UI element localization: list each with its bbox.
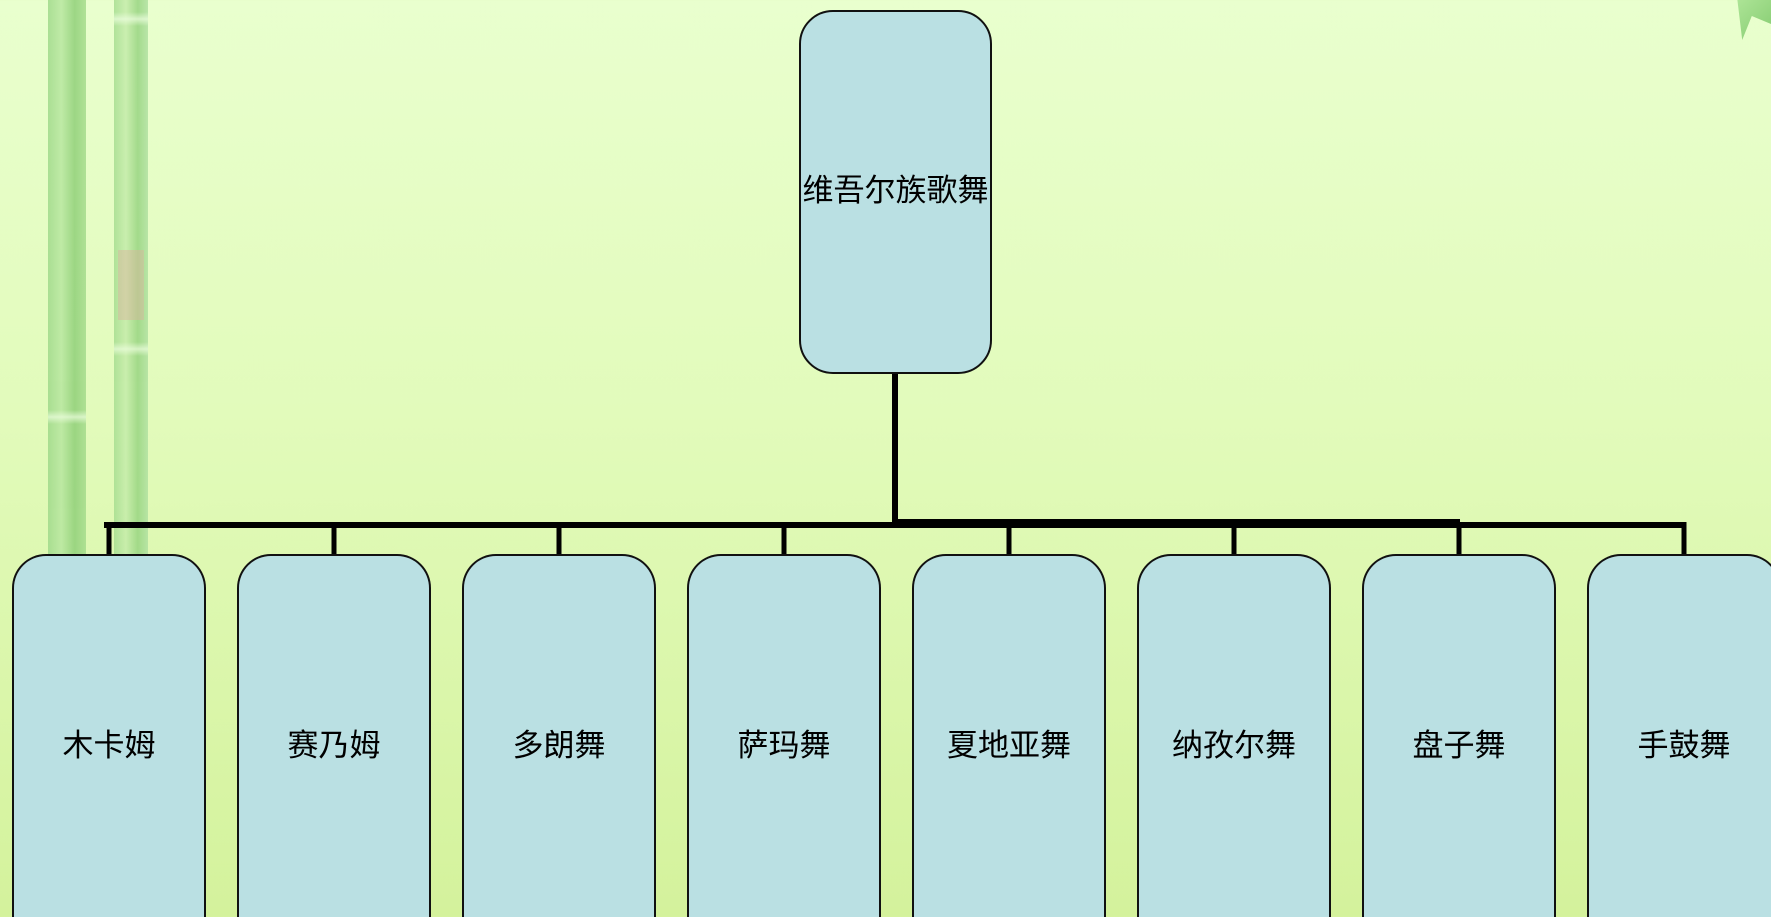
child-node-label: 手鼓舞: [1637, 728, 1731, 764]
child-node-label: 萨玛舞: [737, 728, 831, 764]
child-node-label: 盘子舞: [1412, 728, 1506, 764]
child-node-sainaimu: 赛乃姆: [237, 554, 431, 917]
child-node-label: 夏地亚舞: [947, 728, 1071, 764]
child-node-panzi: 盘子舞: [1362, 554, 1556, 917]
child-node-label: 纳孜尔舞: [1172, 728, 1296, 764]
child-node-label: 赛乃姆: [287, 728, 381, 764]
root-node: 维吾尔族歌舞: [799, 10, 992, 374]
child-node-nazier: 纳孜尔舞: [1137, 554, 1331, 917]
child-node-xiadiya: 夏地亚舞: [912, 554, 1106, 917]
child-node-shougu: 手鼓舞: [1587, 554, 1771, 917]
child-node-label: 木卡姆: [62, 728, 156, 764]
root-node-label: 维吾尔族歌舞: [802, 172, 989, 209]
child-node-duolang: 多朗舞: [462, 554, 656, 917]
child-node-sama: 萨玛舞: [687, 554, 881, 917]
child-node-mukamu: 木卡姆: [12, 554, 206, 917]
child-node-label: 多朗舞: [512, 728, 606, 764]
